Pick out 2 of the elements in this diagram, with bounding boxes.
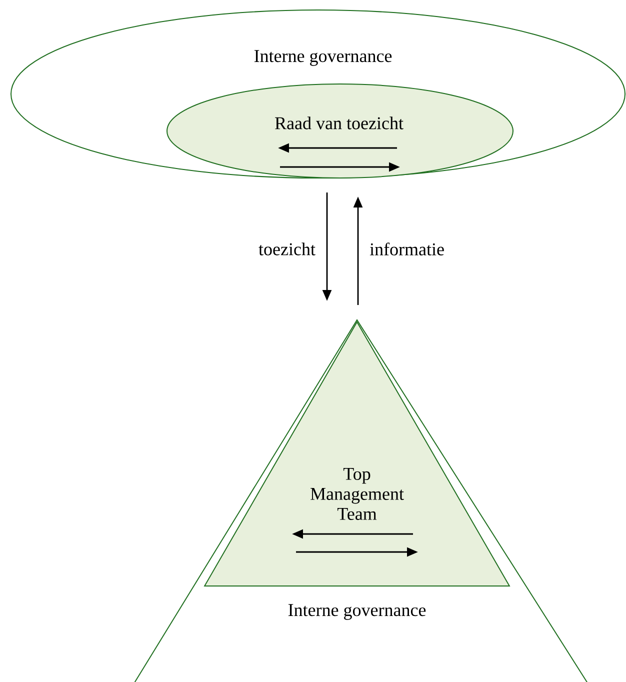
edge-label: informatie (370, 242, 444, 256)
edge-label: toezicht (258, 242, 316, 256)
